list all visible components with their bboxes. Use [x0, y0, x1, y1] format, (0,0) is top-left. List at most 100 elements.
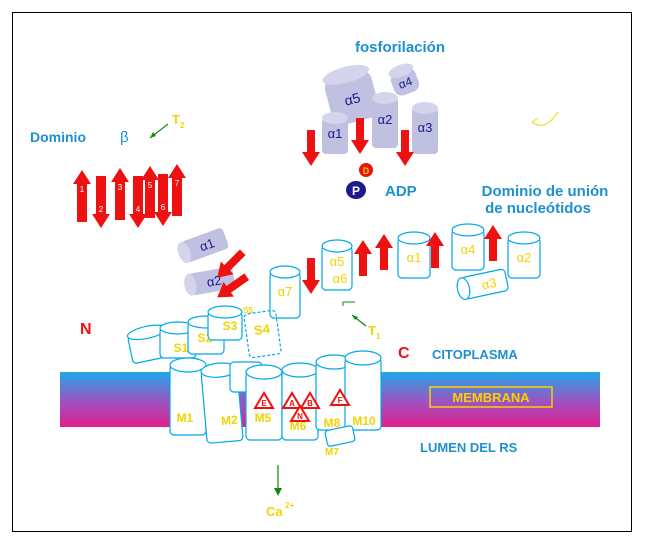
triangle-marker: B — [299, 391, 321, 409]
helix-p-a5: α5 — [322, 64, 380, 126]
helix-act-a7: α7 — [269, 265, 301, 319]
lumen-label: LUMEN DEL RS — [420, 440, 518, 455]
helix-label: α4 — [461, 242, 476, 257]
citoplasma-label: CITOPLASMA — [432, 347, 518, 362]
arrow-up — [484, 225, 502, 261]
triangle-marker: A — [281, 391, 303, 409]
nucleotide-domain: α5 α6 α1 α4 α2 α3 — [302, 223, 541, 301]
beta-symbol: β — [120, 129, 129, 146]
arrow-down — [302, 130, 320, 166]
helix-label: M2 — [220, 413, 238, 428]
t1-sub: 1 — [376, 332, 381, 341]
helix-act-a1: α1 — [177, 228, 229, 264]
helix-m8: M8 — [315, 354, 353, 431]
helix-label: M1 — [177, 411, 194, 425]
membrana-box — [429, 386, 553, 408]
adp-label: ADP — [385, 183, 417, 200]
helix-label: M6 — [290, 419, 307, 433]
triangle-label: N — [297, 412, 303, 421]
strand-label: 3 — [118, 183, 123, 192]
beta-strand: 5 — [141, 166, 159, 218]
triangle-label: B — [307, 399, 313, 408]
strand-label: 1 — [80, 185, 85, 194]
beta-strand: 3 — [111, 168, 129, 220]
beta-domain-title: Dominio — [30, 129, 86, 145]
calcium-charge: 2+ — [285, 501, 294, 510]
helix-n-a1: α1 — [397, 231, 431, 279]
stalk-region: S1 S2 S3 S4 S5 — [126, 305, 282, 364]
stalk-label: S1 — [174, 341, 189, 355]
beta-strand: 4 — [129, 176, 147, 228]
triangle-marker: F — [329, 388, 351, 406]
d-label: D — [363, 166, 370, 176]
arrow-up — [354, 240, 372, 276]
helix-label: M7 — [325, 447, 339, 458]
phosphate-label: P — [352, 184, 360, 198]
arrow-down — [351, 118, 369, 154]
nucleotide-domain-title-1: Dominio de unión — [482, 183, 609, 200]
stalk-label: S4 — [253, 321, 272, 338]
t2-sub: 2 — [180, 121, 185, 130]
helix-m7 — [324, 425, 356, 447]
t1-label: T — [368, 323, 376, 338]
c-terminus-label: C — [398, 345, 410, 362]
n-terminus-label: N — [80, 321, 92, 338]
strand-label: 4 — [136, 205, 141, 214]
calcium-label: Ca — [266, 504, 283, 519]
actuator-domain: α1 α2 α7 — [177, 228, 301, 319]
beta-strand: 1 — [73, 170, 91, 222]
title-fosforilacion: fosforilación — [355, 39, 445, 56]
arrow-down — [302, 258, 320, 294]
strand-label: 2 — [99, 205, 104, 214]
transmembrane-domain: M1 M2 M5 M6 M8 M10 — [169, 350, 382, 458]
helix-label: α1 — [328, 126, 343, 141]
strand-label: 5 — [148, 181, 153, 190]
beta-strand: 7 — [168, 164, 186, 216]
helix-m1: M1 — [169, 357, 207, 436]
helix-label: α6 — [333, 271, 348, 286]
figure-frame — [12, 12, 632, 532]
nucleotide-domain-title-2: de nucleótidos — [485, 200, 591, 217]
arrow-up — [375, 234, 393, 270]
phosphorylation-domain: α5 α4 α1 α2 α3 — [302, 63, 438, 166]
d-marker — [359, 163, 373, 177]
phosphate-marker — [346, 181, 366, 199]
helix-label: α3 — [480, 275, 498, 293]
stalk-s4: S4 — [243, 309, 282, 359]
arrow-down — [396, 130, 414, 166]
beta-strand: 2 — [92, 176, 110, 228]
helix-label: M5 — [255, 411, 272, 425]
helix-p-a3: α3 — [412, 102, 438, 154]
helix-label: α5 — [343, 89, 363, 109]
bracket-mark — [342, 301, 355, 306]
triangle-marker: N — [289, 404, 311, 422]
helix-m10: M10 — [344, 350, 382, 431]
triangle-label: E — [261, 399, 267, 408]
beta-sheet: 1 2 3 4 5 6 7 — [73, 164, 186, 228]
helix-label: α5 — [330, 254, 345, 269]
helix-p-a1: α1 — [322, 112, 348, 154]
stalk-label: S5 — [243, 306, 253, 315]
beta-strand: 6 — [154, 174, 172, 226]
helix-label: α7 — [278, 284, 293, 299]
membrana-label: MEMBRANA — [452, 390, 530, 405]
helix-label: α2 — [378, 112, 393, 127]
stalk-label: S3 — [223, 319, 238, 333]
helix-label: α4 — [397, 74, 415, 92]
curl-mark — [531, 111, 559, 126]
helix-label: M8 — [324, 416, 341, 430]
helix-n-a2: α2 — [507, 231, 541, 279]
triangle-label: A — [289, 399, 295, 408]
helix-label: α2 — [517, 250, 532, 265]
helix-label: α1 — [198, 235, 217, 254]
triangle-marker: E — [253, 391, 275, 409]
strand-label: 6 — [161, 203, 166, 212]
helix-n-a4: α4 — [451, 223, 485, 271]
helix-n-a3: α3 — [456, 268, 509, 301]
strand-label: 7 — [175, 179, 180, 188]
helix-label: α3 — [418, 120, 433, 135]
helix-p-a2: α2 — [372, 92, 398, 148]
t2-label: T — [172, 112, 180, 127]
helix-label: α1 — [407, 250, 422, 265]
